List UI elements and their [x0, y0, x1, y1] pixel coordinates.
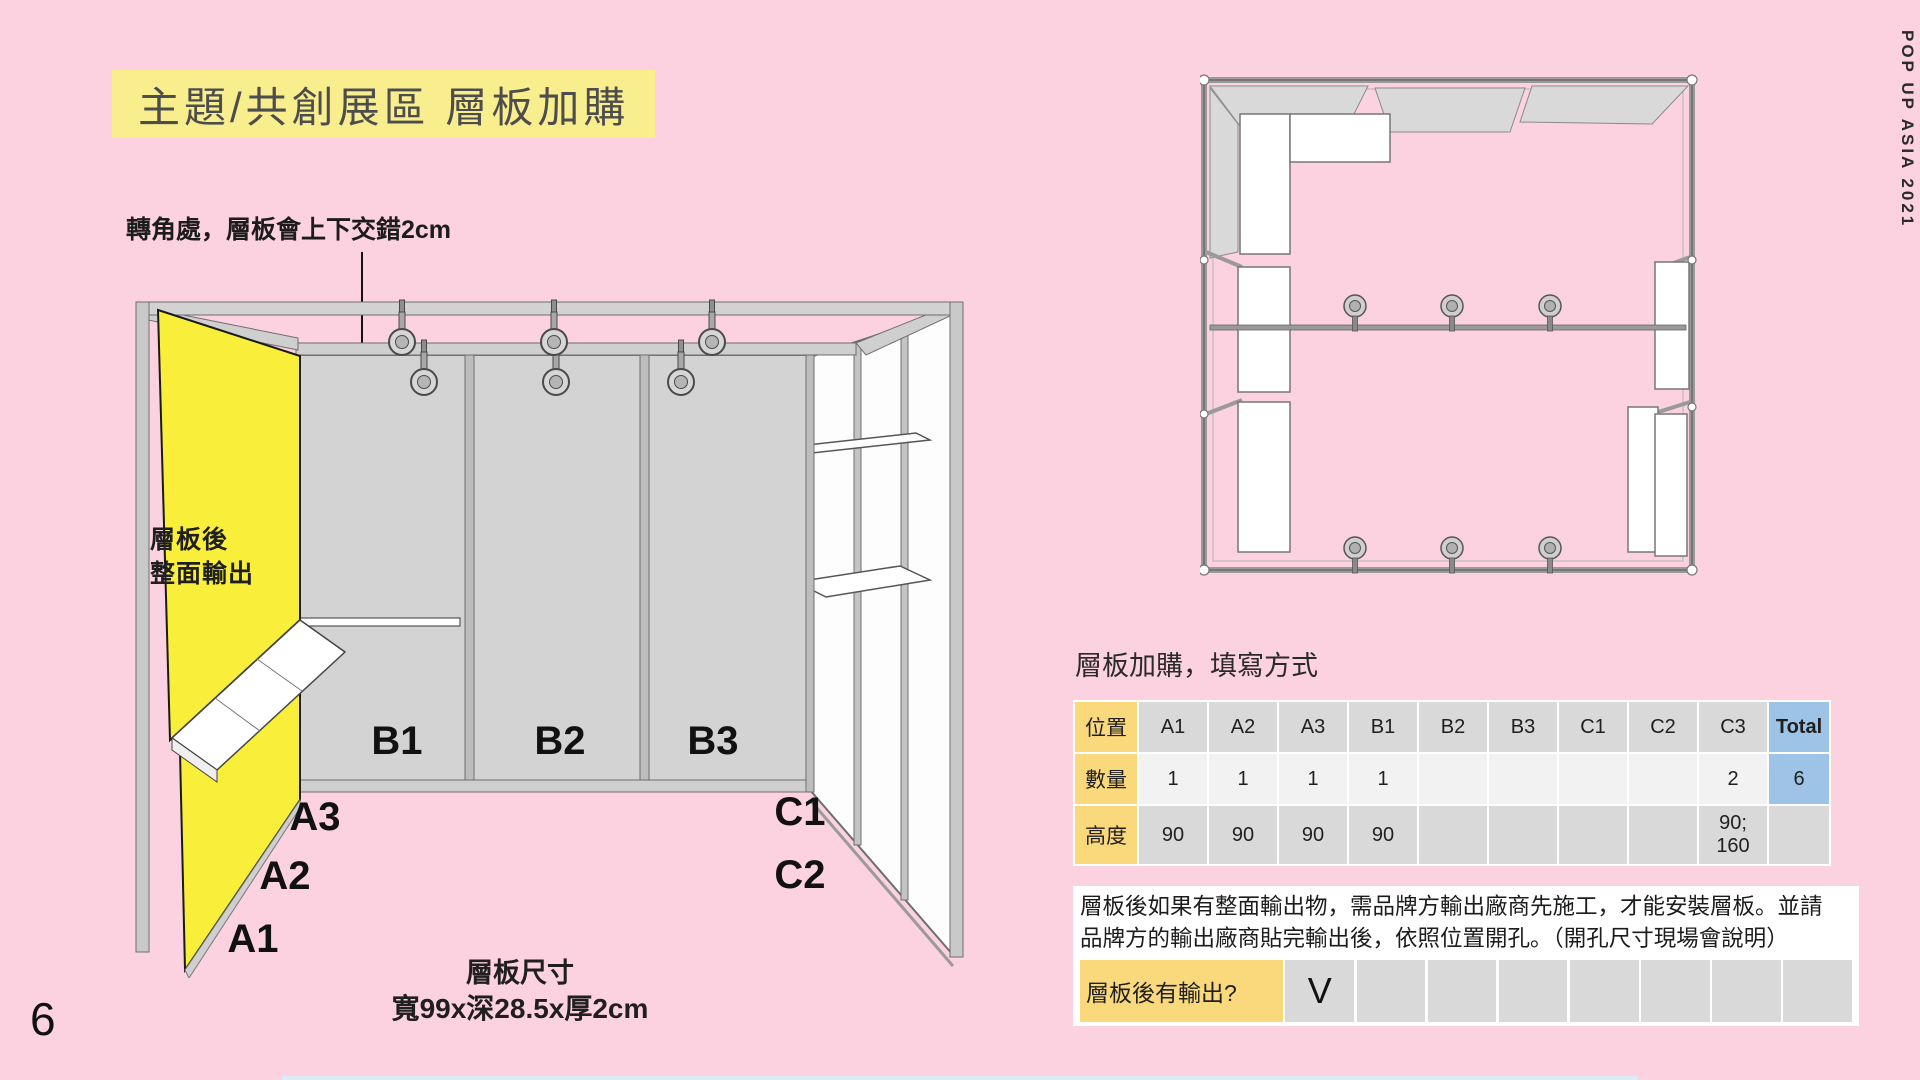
qty-cell: 1 [1139, 754, 1207, 804]
row-label-quantity: 數量 [1075, 754, 1137, 804]
caption-size: 寬99x深28.5x厚2cm [391, 993, 649, 1025]
label-b2: B2 [534, 719, 585, 763]
plan-middle-beam [1209, 294, 1687, 332]
event-watermark: POP UP ASIA 2021 [1898, 30, 1917, 229]
qty-cell: 1 [1349, 754, 1417, 804]
height-total-cell [1769, 806, 1829, 864]
plan-corner-dots [1200, 74, 1698, 576]
col-header: B2 [1419, 702, 1487, 752]
right-wall-shelf-c2 [793, 565, 933, 598]
qty-cell [1419, 754, 1487, 804]
panel-note-line1: 層板後 [150, 526, 228, 554]
note-line-1: 層板後如果有整面輸出物，需品牌方輸出廠商先施工，才能安裝層板。並請 [1080, 894, 1823, 919]
notes-block: 層板後如果有整面輸出物，需品牌方輸出廠商先施工，才能安裝層板。並請 品牌方的輸出… [1073, 886, 1859, 1026]
qty-cell: 1 [1279, 754, 1347, 804]
col-header: A2 [1209, 702, 1277, 752]
corner-annotation: 轉角處，層板會上下交錯2cm [126, 216, 452, 244]
table-row-position: 位置 A1 A2 A3 B1 B2 B3 C1 C2 C3 Total [1075, 702, 1829, 752]
col-header: B1 [1349, 702, 1417, 752]
output-empty-cell [1356, 959, 1426, 1022]
output-empty-cell [1427, 959, 1497, 1022]
slide-title-text: 主題/共創展區 層板加購 [138, 83, 630, 131]
col-header: C3 [1699, 702, 1767, 752]
qty-cell [1629, 754, 1697, 804]
label-a3: A3 [289, 795, 340, 839]
output-empty-cell [1641, 959, 1710, 1022]
label-a1: A1 [227, 917, 278, 961]
right-wall [808, 308, 955, 967]
table-row-quantity: 數量 1 1 1 1 2 6 [1075, 754, 1829, 804]
shelf-b1-strip [295, 617, 461, 627]
height-cell [1419, 806, 1487, 864]
height-cell: 90 [1139, 806, 1207, 864]
total-header: Total [1769, 702, 1829, 752]
plan-right-shelves [1627, 255, 1691, 557]
label-b3: B3 [687, 719, 738, 763]
qty-cell [1559, 754, 1627, 804]
row-label-position: 位置 [1075, 702, 1137, 752]
output-question-label: 層板後有輸出? [1080, 959, 1283, 1022]
caption-title: 層板尺寸 [466, 958, 574, 988]
label-b1: B1 [371, 719, 422, 763]
shelf-order-table: 位置 A1 A2 A3 B1 B2 B3 C1 C2 C3 Total 數量 1… [1073, 700, 1831, 866]
slide-title: 主題/共創展區 層板加購 [112, 70, 656, 138]
col-header: C1 [1559, 702, 1627, 752]
booth-3d-diagram: 層板後 整面輸出 B1 B2 B3 A3 A2 A1 C1 C2 [135, 299, 965, 978]
label-c1: C1 [774, 790, 825, 834]
height-cell [1559, 806, 1627, 864]
floor-baseboard [184, 798, 301, 978]
label-c2: C2 [774, 853, 825, 897]
shelf-a-corner [170, 619, 347, 783]
bottom-edge-strip [282, 1076, 1638, 1080]
qty-cell: 1 [1209, 754, 1277, 804]
height-cell: 90 [1349, 806, 1417, 864]
output-empty-cell [1783, 959, 1852, 1022]
output-empty-cell [1569, 959, 1639, 1022]
height-cell: 90; 160 [1699, 806, 1767, 864]
panel-note-line2: 整面輸出 [150, 559, 254, 588]
col-header: C2 [1629, 702, 1697, 752]
qty-cell [1489, 754, 1557, 804]
floor-plan-diagram [1200, 74, 1698, 576]
output-answer-cell: V [1285, 959, 1355, 1022]
plan-left-shelves [1205, 113, 1391, 553]
qty-cell: 2 [1699, 754, 1767, 804]
order-section-heading: 層板加購，填寫方式 [1075, 651, 1318, 681]
row-label-height: 高度 [1075, 806, 1137, 864]
height-cell [1629, 806, 1697, 864]
output-empty-cell [1712, 959, 1781, 1022]
col-header: A1 [1139, 702, 1207, 752]
table-row-height: 高度 90 90 90 90 90; 160 [1075, 806, 1829, 864]
page-number: 6 [30, 993, 56, 1045]
height-cell [1489, 806, 1557, 864]
col-header: B3 [1489, 702, 1557, 752]
output-question-row: 層板後有輸出? V [1080, 959, 1852, 1022]
shelf-size-caption: 層板尺寸 寬99x深28.5x厚2cm [320, 956, 720, 1027]
output-empty-cell [1498, 959, 1568, 1022]
height-cell: 90 [1279, 806, 1347, 864]
qty-total-cell: 6 [1769, 754, 1829, 804]
label-a2: A2 [259, 854, 310, 898]
height-cell: 90 [1209, 806, 1277, 864]
col-header: A3 [1279, 702, 1347, 752]
note-line-2: 品牌方的輸出廠商貼完輸出後，依照位置開孔。（開孔尺寸現場會說明） [1080, 925, 1789, 951]
